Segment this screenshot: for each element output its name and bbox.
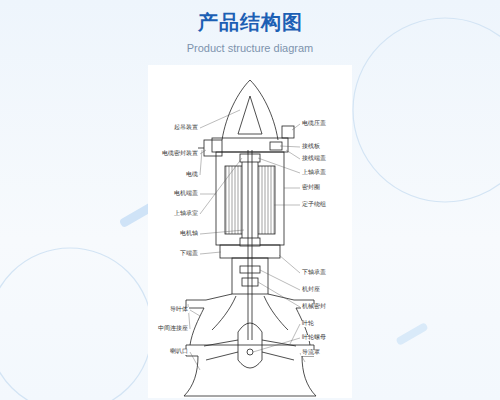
leader-line <box>200 150 206 154</box>
part-label: 起吊装置 <box>173 125 199 131</box>
guide-vane <box>186 294 232 345</box>
part-label: 电缆密封装置 <box>161 151 199 157</box>
leader-line <box>258 282 300 307</box>
leader-line <box>279 255 300 273</box>
part-label: 中间连接座 <box>157 326 189 332</box>
leader-line <box>286 150 300 159</box>
mech-seal <box>242 278 258 286</box>
part-label: 导流罩 <box>301 350 321 356</box>
leader-line <box>253 338 300 352</box>
part-label: 机械密封 <box>301 304 327 310</box>
decor-bar <box>395 322 428 346</box>
part-label: 上轴承室 <box>173 211 199 217</box>
decor-circle <box>0 248 152 400</box>
leader-line <box>190 310 200 316</box>
part-label: 电缆 <box>185 172 199 178</box>
leader-line <box>274 205 300 206</box>
part-label: 接线端盖 <box>301 156 327 162</box>
shaft <box>252 150 253 340</box>
leader-line <box>258 158 300 173</box>
bell-mouth <box>184 345 316 396</box>
page-title: 产品结构图 <box>0 9 500 36</box>
decor-circle <box>353 18 500 202</box>
oil-chamber <box>232 258 268 294</box>
leader-line <box>200 252 221 254</box>
rotor <box>242 160 258 242</box>
leader-line <box>280 146 300 147</box>
lifting-dome <box>222 80 278 140</box>
impeller-hub <box>238 323 262 368</box>
top-cover <box>212 138 288 152</box>
part-label: 机封座 <box>301 287 321 293</box>
part-label: 上轴承盖 <box>301 170 327 176</box>
vane-line <box>212 296 288 330</box>
leader-line <box>284 188 300 189</box>
cable-gland <box>204 140 222 156</box>
leader-line <box>260 270 300 290</box>
leader-line <box>200 110 240 128</box>
lifting-eye <box>238 96 262 134</box>
impeller-blade <box>204 340 296 360</box>
leader-line <box>200 150 202 175</box>
part-label: 电机端盖 <box>173 191 199 197</box>
part-label: 密封圈 <box>301 185 321 191</box>
part-label: 下端盖 <box>179 251 199 257</box>
part-label: 电缆压盖 <box>301 121 327 127</box>
leader-line <box>290 324 300 344</box>
part-label: 下轴承盖 <box>301 270 327 276</box>
part-label: 喇叭口 <box>169 349 189 355</box>
cable-cover <box>282 126 294 138</box>
impeller-nut <box>247 349 253 355</box>
part-label: 叶轮螺母 <box>301 335 327 341</box>
leader-line <box>292 124 300 130</box>
drawing-part <box>184 80 316 396</box>
motor-housing <box>216 152 284 245</box>
part-label: 导叶体 <box>169 307 189 313</box>
seal-seat <box>240 266 260 273</box>
part-label: 定子绕组 <box>301 202 327 208</box>
part-label: 接线板 <box>301 144 321 150</box>
leader-line <box>198 148 204 149</box>
drawing-part <box>188 110 305 370</box>
upper-bearing <box>240 154 260 162</box>
leader-line <box>200 230 244 234</box>
part-label: 叶轮 <box>301 321 315 327</box>
leader-line <box>200 158 242 214</box>
leader-line <box>200 194 216 195</box>
lower-cap <box>220 245 280 258</box>
subtitle: Product structure diagram <box>187 42 314 54</box>
shaft <box>248 150 249 340</box>
leader-line <box>190 352 200 370</box>
part-label: 电机轴 <box>179 231 199 237</box>
